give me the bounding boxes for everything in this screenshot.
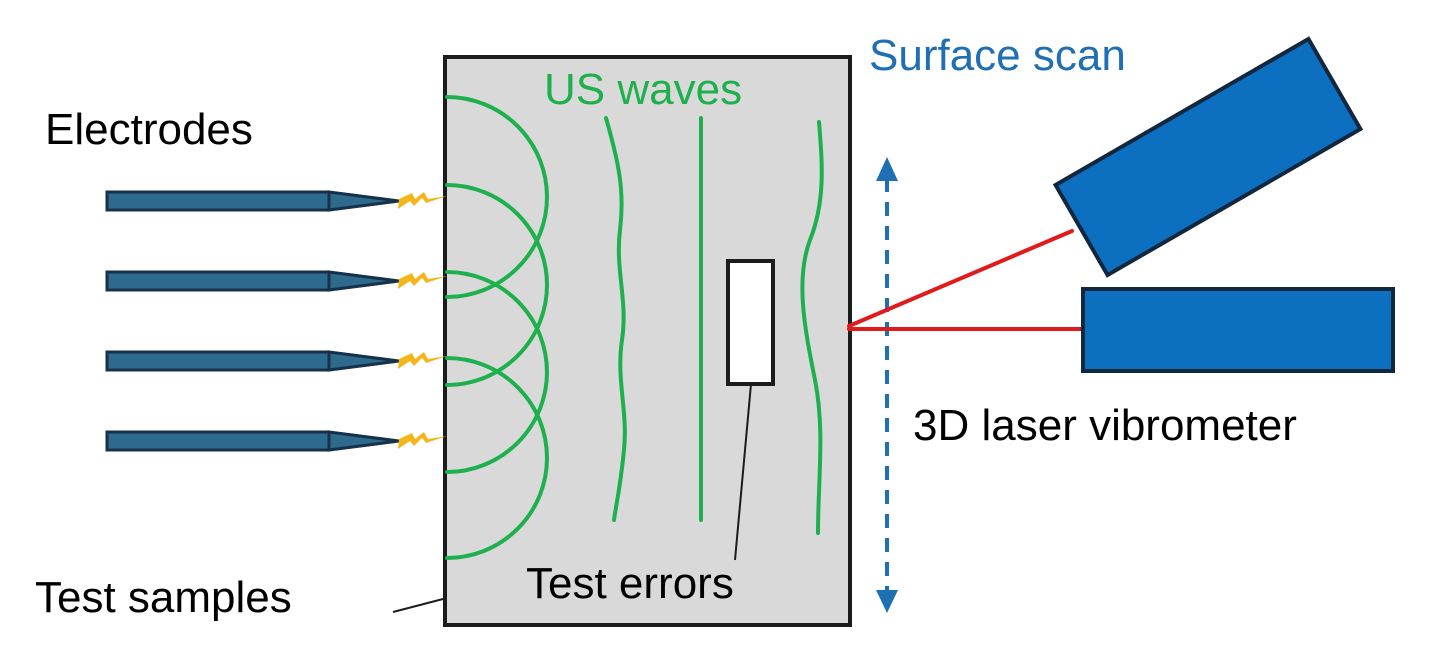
label-vibrometer: 3D laser vibrometer xyxy=(913,401,1297,450)
arrow-down-icon xyxy=(876,590,898,613)
test-error-defect xyxy=(726,259,775,386)
laser-head-icon xyxy=(1081,287,1395,373)
us-wave-arc xyxy=(445,270,549,474)
wavefront-3 xyxy=(800,120,824,535)
us-wave-arc xyxy=(445,356,549,560)
laser-beam-angled xyxy=(847,229,1074,328)
us-wave-arcs xyxy=(445,95,549,560)
label-test-samples: Test samples xyxy=(35,573,292,622)
lightning-spark-icon xyxy=(398,192,447,209)
label-electrodes: Electrodes xyxy=(45,105,253,154)
lightning-spark-icon xyxy=(398,272,447,289)
test-samples-pointer xyxy=(392,598,444,613)
us-wave-arc xyxy=(445,95,549,299)
lightning-spark-icon xyxy=(398,432,447,449)
electrode-probe-icon xyxy=(105,190,447,212)
test-sample-block xyxy=(443,55,852,627)
arrow-up-icon xyxy=(876,157,898,181)
label-surface-scan: Surface scan xyxy=(869,31,1126,80)
laser-head-icon xyxy=(1052,36,1364,278)
label-test-errors: Test errors xyxy=(526,559,734,608)
electrode-array xyxy=(105,190,447,452)
test-error-pointer xyxy=(734,383,752,561)
surface-scan-arrow xyxy=(876,157,898,613)
electrode-probe-icon xyxy=(105,270,447,292)
label-us-waves: US waves xyxy=(544,65,742,114)
us-wavefronts xyxy=(604,116,824,535)
laser-beams xyxy=(847,229,1085,331)
electrode-probe-icon xyxy=(105,350,447,372)
electrode-probe-icon xyxy=(105,430,447,452)
us-wave-arc xyxy=(445,183,549,387)
lightning-spark-icon xyxy=(398,352,447,369)
wavefront-1 xyxy=(604,116,627,522)
